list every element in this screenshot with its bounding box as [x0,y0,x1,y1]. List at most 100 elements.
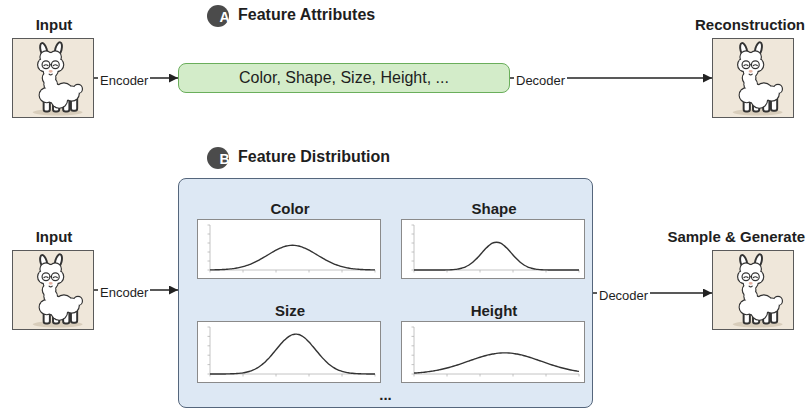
gaussian-curve [414,242,579,270]
feature-box: Color, Shape, Size, Height, ... [178,63,510,93]
gaussian-curve [210,334,375,374]
plot-tick [208,355,211,356]
distribution-plot: Height [401,321,585,383]
image-frame: Sample & Generate [712,250,794,330]
plot-tick [208,243,211,244]
text-holder: B [207,147,242,172]
text-holder: Sample & Generate [667,228,805,246]
node-heading: Height [471,302,518,319]
section-heading-text: Feature Distribution [238,148,390,166]
node-text: B [219,151,229,167]
text-holder: Size [275,302,305,320]
step-badge: B [207,147,242,172]
edge-label: Decoder [514,71,567,89]
text-holder: Color [270,200,309,218]
edge-label-text: Encoder [98,74,150,89]
llama-illustration [13,251,93,329]
plot-tick [412,374,415,375]
node-heading: Sample & Generate [667,228,805,245]
plot-axes [414,327,579,374]
plot-tick [513,270,514,273]
text-holder: ... [179,386,592,404]
gaussian-curve [210,245,375,270]
plot-tick [208,261,211,262]
section-heading: Feature Attributes [238,6,375,24]
plot-tick [480,374,481,377]
plot-tick [412,243,415,244]
llama-figure [733,254,783,328]
plot-tick [546,374,547,377]
plot-axes [210,225,375,270]
plot-tick [412,234,415,235]
plot-tick [276,374,277,377]
plot-tick [309,374,310,377]
badge-fill [207,147,229,169]
llama-figure [733,42,783,116]
distribution-plot: Size [197,321,381,383]
plot-tick [276,270,277,273]
node-heading: Color [270,200,309,217]
plot-tick [412,336,415,337]
plot-tick [412,345,415,346]
node-heading: Reconstruction [695,16,805,33]
gaussian-curve [414,353,579,373]
plot-tick [412,364,415,365]
plot-tick [208,270,211,271]
plot-tick [412,261,415,262]
plot-tick [447,374,448,377]
plot-tick [208,336,211,337]
edge-label: Encoder [98,71,150,89]
llama-illustration [713,251,793,329]
edge-label-text: Decoder [514,74,567,89]
plot-tick [208,234,211,235]
plot-tick [208,374,211,375]
text-holder: Color, Shape, Size, Height, ... [179,64,509,92]
edge-label: Encoder [98,283,150,301]
edge-label: Decoder [597,286,650,304]
section-heading-text: Feature Attributes [238,6,375,24]
plot-tick [412,252,415,253]
llama-illustration [13,39,93,117]
plot-tick [243,270,244,273]
edge-label-text: Decoder [597,289,650,304]
gaussian-plot [198,322,380,382]
plot-tick [412,270,415,271]
distribution-plot: Color [197,219,381,279]
plot-tick [208,225,211,226]
llama-illustration [713,39,793,117]
plot-tick [208,345,211,346]
badge-fill [207,5,229,27]
plot-tick [342,374,343,377]
node-heading: Shape [471,200,516,217]
plot-tick [412,327,415,328]
plot-tick [208,364,211,365]
text-holder: Shape [471,200,516,218]
plot-tick [579,374,580,377]
node-text: ... [379,386,392,403]
gaussian-plot [402,322,584,382]
gaussian-plot [402,220,584,278]
image-frame: Reconstruction [712,38,794,118]
plot-tick [412,225,415,226]
plot-tick [412,355,415,356]
gaussian-plot [198,220,380,278]
plot-tick [208,327,211,328]
node-text: A [219,9,229,25]
plot-tick [309,270,310,273]
node-heading: Input [36,228,73,245]
plot-tick [513,374,514,377]
plot-axes [414,225,579,270]
distribution-panel: ...ColorShapeSizeHeight [178,178,593,408]
plot-tick [208,252,211,253]
distribution-plot: Shape [401,219,585,279]
plot-tick [342,270,343,273]
plot-tick [243,374,244,377]
edge-label-text: Encoder [98,286,150,301]
text-holder: Input [36,16,73,34]
llama-figure [33,254,83,328]
plot-tick [480,270,481,273]
step-badge: A [207,5,242,30]
plot-axes [210,327,375,374]
